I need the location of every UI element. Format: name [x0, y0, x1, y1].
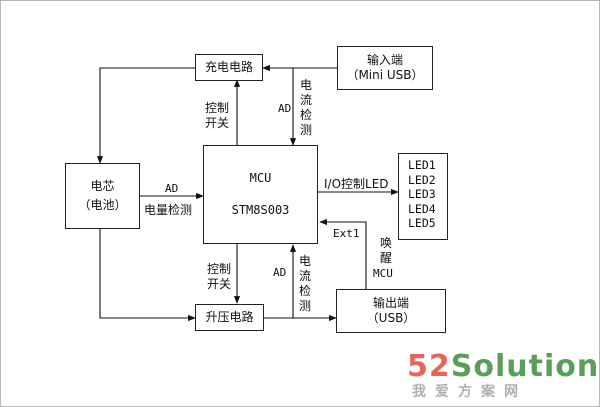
control-switch-top-line1: 控制 [205, 101, 230, 115]
watermark-word: Solution [450, 349, 600, 384]
control-switch-top-line2: 开关 [205, 116, 230, 130]
current-detect-label-top: 电流检测 [299, 78, 312, 137]
output-port-box: 输出端 （USB） [336, 289, 446, 333]
mcu-box: MCU STM8S003 [203, 145, 318, 244]
mcu-chip: STM8S003 [231, 203, 290, 217]
led-1: LED1 [408, 158, 436, 172]
led-list-box: LED1 LED2 LED3 LED4 LED5 [398, 153, 448, 240]
charge-circuit-box: 充电电路 [195, 54, 263, 81]
battery-cell-subtitle: （电池） [78, 198, 127, 212]
battery-level-detect-label: 电量检测 [144, 203, 193, 217]
watermark-slogan: 我爱方案网 [412, 384, 527, 400]
wake-label-mcu: MCU [373, 267, 393, 280]
arrow-charge-to-battery [96, 67, 195, 164]
watermark-number: 52 [407, 349, 451, 384]
output-port-title: 输出端 [372, 296, 409, 310]
watermark-logo: 52Solution [407, 349, 599, 384]
wake-label-cn: 唤醒 [379, 236, 392, 265]
led-2: LED2 [408, 172, 436, 187]
led-4: LED4 [408, 201, 436, 216]
current-detect-label-bottom: 电流检测 [298, 254, 311, 313]
control-switch-bottom-line1: 控制 [207, 262, 232, 276]
ad-label-battery: AD [165, 182, 179, 195]
io-control-led-label: I/O控制LED [324, 177, 389, 191]
mcu-title: MCU [249, 171, 272, 185]
ad-label-bottom: AD [273, 266, 287, 279]
boost-circuit-box: 升压电路 [195, 304, 264, 331]
output-port-subtitle: （USB） [366, 311, 416, 325]
ext1-label: Ext1 [333, 227, 360, 240]
boost-circuit-label: 升压电路 [205, 310, 254, 324]
input-port-subtitle: （Mini USB） [346, 68, 424, 82]
led-3: LED3 [408, 187, 436, 202]
input-port-box: 输入端 （Mini USB） [337, 46, 433, 90]
arrow-output-to-mcu [319, 218, 367, 289]
arrow-battery-to-boost [99, 229, 196, 322]
control-switch-bottom-line2: 开关 [207, 277, 232, 291]
ad-label-top: AD [278, 102, 292, 115]
battery-cell-box: 电芯 （电池） [65, 163, 140, 229]
charge-circuit-label: 充电电路 [204, 60, 253, 74]
led-5: LED5 [408, 216, 436, 231]
input-port-title: 输入端 [366, 53, 403, 67]
battery-cell-title: 电芯 [90, 179, 115, 193]
